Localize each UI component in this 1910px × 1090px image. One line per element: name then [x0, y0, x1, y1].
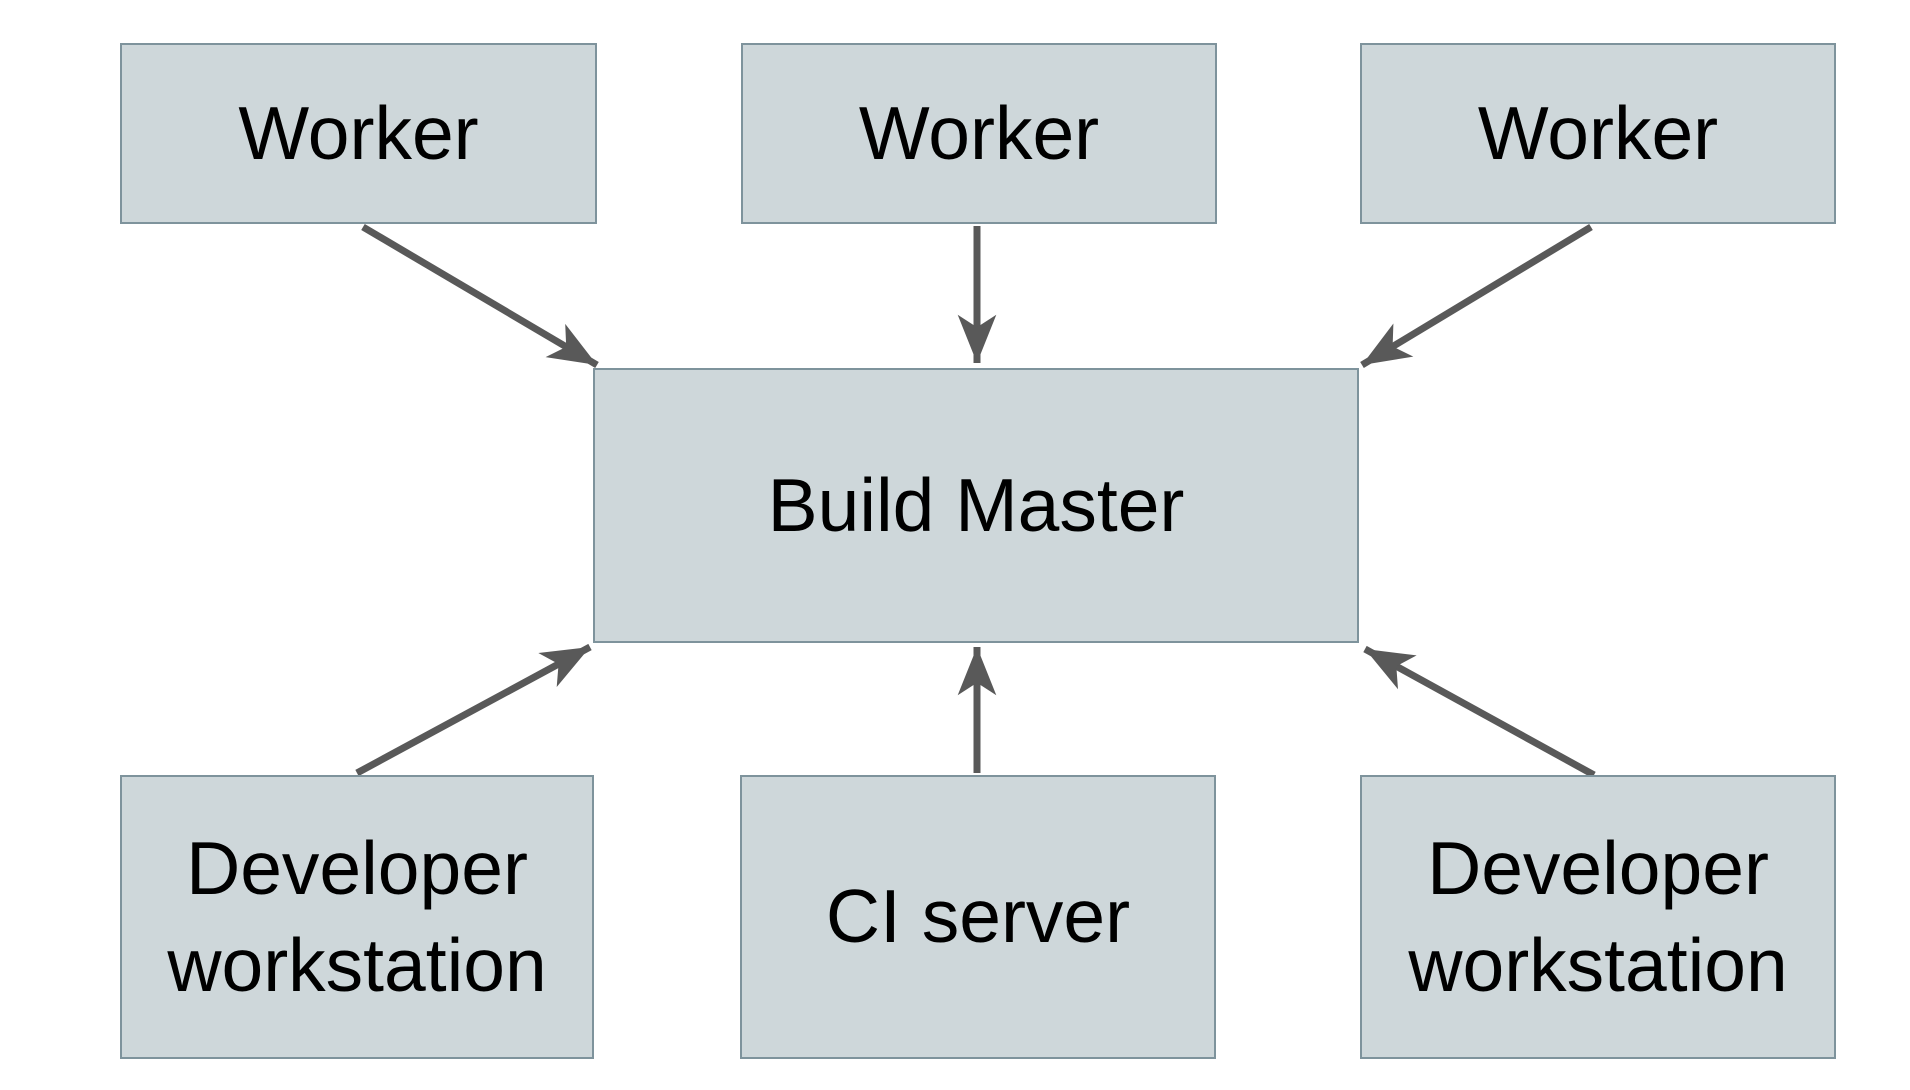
arrow-worker-3-to-build-master	[1360, 224, 1593, 368]
arrow-developer-workstation-1-to-build-master	[355, 643, 592, 777]
node-ci-server: CI server	[740, 775, 1216, 1059]
node-worker-3: Worker	[1360, 43, 1836, 224]
arrow-developer-workstation-2-to-build-master	[1363, 645, 1596, 779]
node-worker-2: Worker	[741, 43, 1217, 224]
arrow-worker-1-to-build-master	[361, 223, 599, 369]
node-build-master: Build Master	[593, 368, 1359, 643]
node-developer-workstation-1: Developer workstation	[120, 775, 594, 1059]
node-developer-workstation-2: Developer workstation	[1360, 775, 1836, 1059]
node-worker-1: Worker	[120, 43, 597, 224]
